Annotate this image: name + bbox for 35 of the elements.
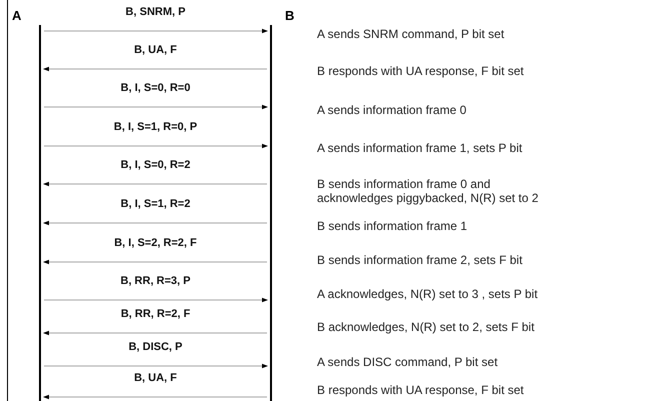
step-description: A sends SNRM command, P bit set (317, 27, 506, 41)
step-description: A sends information frame 1, sets P bit (317, 141, 524, 155)
edge-label: B, RR, R=2, F (120, 308, 192, 320)
step-description: B sends information frame 0 and acknowledges piggybacked, N(R) set to 2 (317, 177, 540, 205)
edge-label: B, I, S=0, R=2 (120, 159, 192, 171)
step-description: B responds with UA response, F bit set (317, 64, 525, 78)
message-arrow (43, 66, 268, 72)
edge-label: B, I, S=1, R=2 (120, 198, 192, 210)
message-arrow (43, 330, 268, 336)
message-arrow (43, 260, 268, 264)
participant-name: B (285, 8, 294, 23)
edge-label: B, I, S=1, R=0, P (112, 121, 198, 133)
message-arrow (44, 104, 268, 110)
edge-label: B, UA, F (133, 372, 178, 384)
step-description: B acknowledges, N(R) set to 2, sets F bit (317, 320, 536, 334)
edge-label: B, RR, R=3, P (120, 275, 192, 287)
edge-label: B, DISC, P (128, 341, 184, 353)
message-arrow (44, 364, 268, 368)
step-description: A sends information frame 0 (317, 103, 468, 117)
step-description: B sends information frame 2, sets F bit (317, 253, 524, 267)
message-arrow (44, 28, 268, 34)
step-description: B sends information frame 1 (317, 219, 468, 233)
edge-label: B, I, S=2, R=2, F (113, 237, 198, 249)
edge-label: B, SNRM, P (124, 6, 186, 18)
edge-label: B, UA, F (133, 44, 178, 56)
message-arrow (43, 182, 268, 186)
message-arrow (44, 144, 268, 148)
step-description: A sends DISC command, P bit set (317, 355, 499, 369)
step-description: B responds with UA response, F bit set (317, 383, 525, 397)
message-arrow (44, 298, 268, 302)
step-description: A acknowledges, N(R) set to 3 , sets P bit (317, 287, 539, 301)
message-arrow (43, 394, 268, 400)
edge-label: B, I, S=0, R=0 (120, 82, 192, 94)
participant-name: A (12, 8, 22, 23)
message-arrow (43, 220, 268, 226)
